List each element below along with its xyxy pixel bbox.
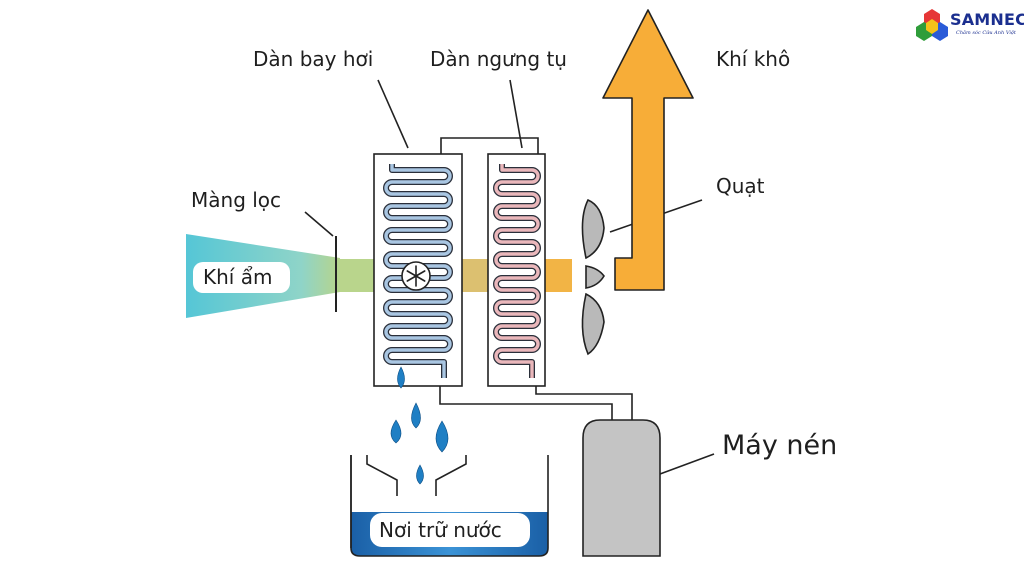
condenser-leader [509, 79, 523, 149]
water-tank-label: Nơi trữ nước [379, 518, 502, 542]
water-droplets [390, 366, 449, 485]
filter-label: Màng lọc [191, 188, 281, 212]
brand-logo-mark [916, 9, 948, 41]
compressor [582, 419, 661, 557]
evaporator-leader [377, 79, 409, 149]
pipe-condenser-compressor [535, 386, 633, 420]
filter-leader [304, 211, 334, 237]
drip-funnel-right [435, 455, 467, 496]
snowflake-icon [401, 261, 431, 291]
pipe-evaporator-compressor [439, 386, 613, 420]
drip-funnel-left [366, 455, 398, 496]
fan-icon [581, 198, 605, 356]
pipe-top-connector [440, 137, 539, 154]
dry-air-label: Khí khô [716, 47, 790, 71]
brand-slogan: Chăm sóc Cửu Anh Việt [956, 30, 1016, 36]
dry-air-arrow [602, 9, 694, 291]
water-tank [350, 455, 549, 557]
humid-air-label-box [193, 262, 290, 293]
air-duct-to-fan [545, 259, 572, 292]
brand-name: SAMNEC [950, 10, 1024, 29]
brand-logo: SAMNEC Chăm sóc Cửu Anh Việt [916, 6, 1024, 46]
humid-air-label: Khí ẩm [203, 265, 272, 289]
fan-label: Quạt [716, 174, 765, 198]
evaporator-label: Dàn bay hơi [253, 47, 373, 71]
compressor-label: Máy nén [722, 430, 837, 461]
air-duct-middle [462, 259, 488, 292]
air-duct-evaporator [340, 259, 374, 292]
compressor-leader [659, 453, 715, 475]
condenser-label: Dàn ngưng tụ [430, 47, 567, 71]
